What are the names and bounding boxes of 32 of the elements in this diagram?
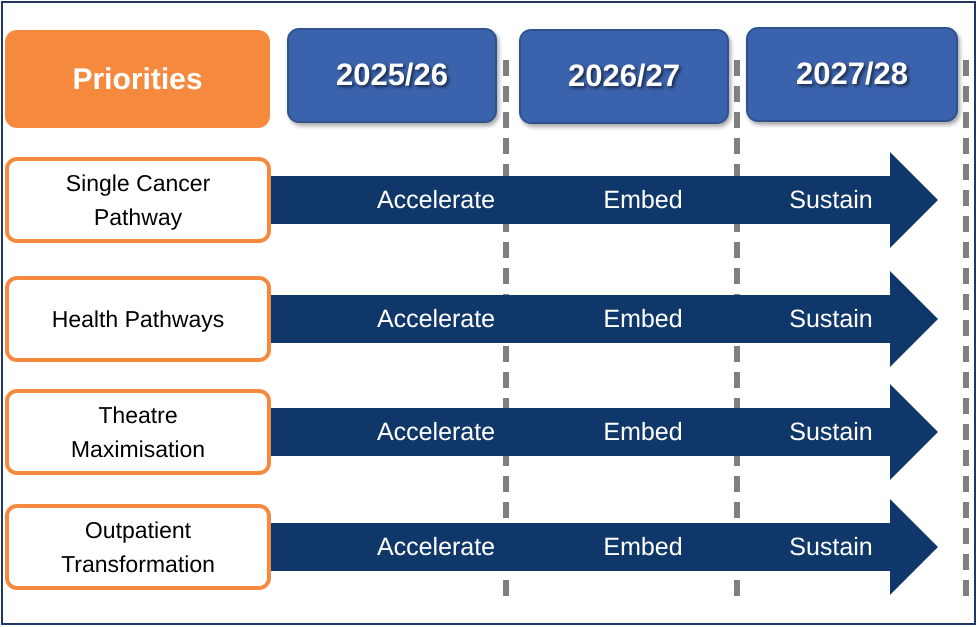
phase-label: Sustain bbox=[789, 417, 873, 447]
phase-label: Embed bbox=[603, 532, 683, 562]
phase-label: Accelerate bbox=[376, 185, 496, 215]
year-box bbox=[519, 29, 729, 124]
year-label: 2025/26 bbox=[336, 56, 448, 94]
priority-label: Health Pathways bbox=[52, 304, 224, 334]
header-text: Priorities bbox=[72, 62, 203, 98]
phase-label: Sustain bbox=[789, 532, 873, 562]
block-arrow bbox=[271, 271, 938, 367]
priority-box bbox=[5, 276, 271, 362]
phase-label: Accelerate bbox=[376, 417, 496, 447]
block-arrow bbox=[271, 499, 938, 595]
block-arrow bbox=[271, 384, 938, 480]
phase-label: Accelerate bbox=[376, 304, 496, 334]
priority-label: Single Cancer Pathway bbox=[64, 168, 212, 232]
priority-box bbox=[5, 504, 271, 590]
header-box bbox=[5, 30, 270, 128]
year-box bbox=[746, 27, 958, 122]
priority-box bbox=[5, 389, 271, 475]
phase-label: Accelerate bbox=[376, 532, 496, 562]
block-arrow bbox=[271, 152, 938, 248]
phase-label: Embed bbox=[603, 304, 683, 334]
priority-label: Theatre Maximisation bbox=[70, 400, 206, 464]
phase-label: Embed bbox=[603, 185, 683, 215]
phase-label: Embed bbox=[603, 417, 683, 447]
priority-label: Outpatient Transformation bbox=[60, 516, 216, 579]
phase-label: Sustain bbox=[789, 304, 873, 334]
year-box bbox=[287, 28, 497, 123]
year-label: 2026/27 bbox=[568, 57, 680, 96]
phase-label: Sustain bbox=[789, 185, 873, 215]
year-label: 2027/28 bbox=[796, 55, 908, 94]
priority-box bbox=[5, 157, 271, 243]
